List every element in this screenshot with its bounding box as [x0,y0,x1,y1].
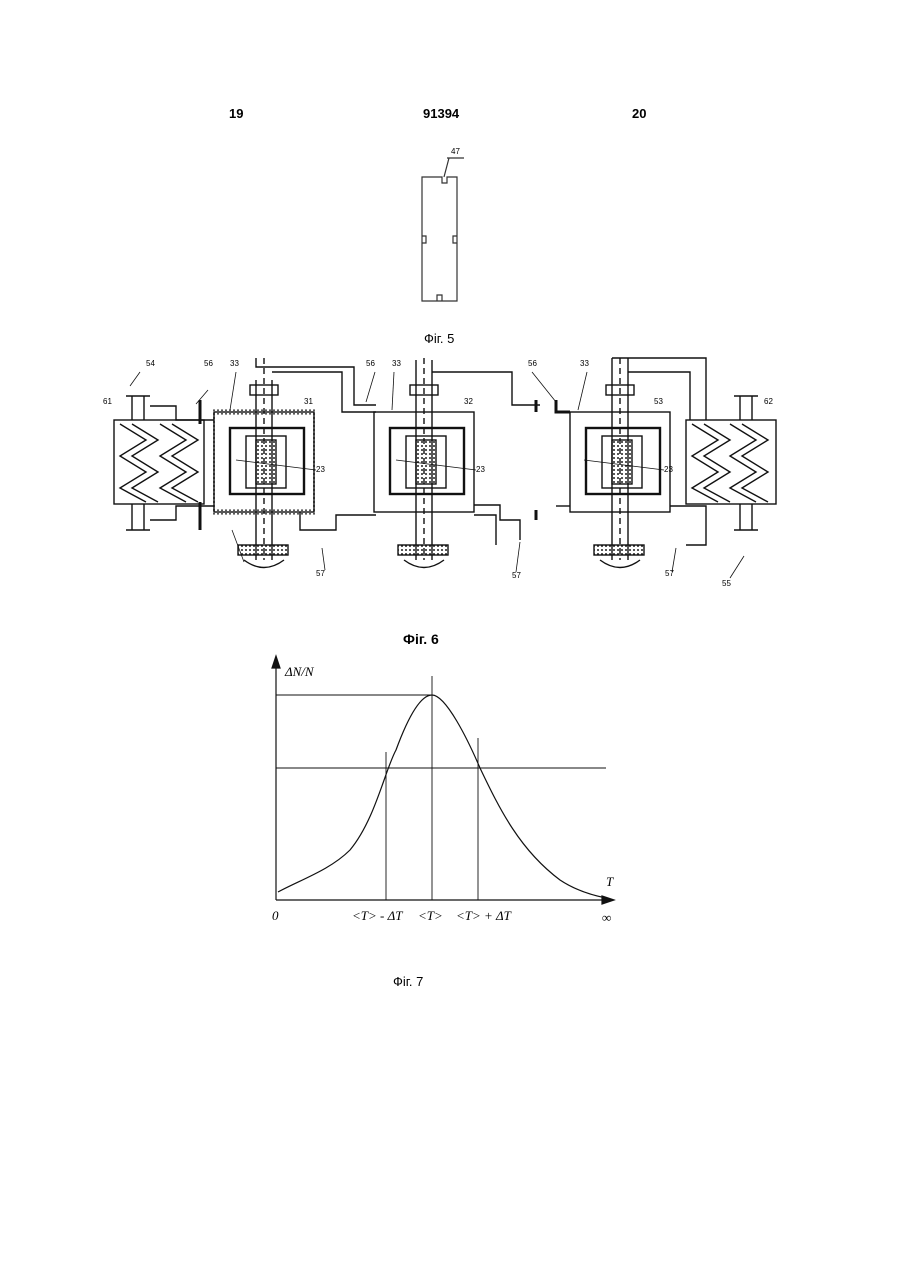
fig7-x-arrow [602,896,614,904]
fig5-caption: Фіг. 5 [424,331,454,346]
reactor-module-53 [556,358,706,568]
page-number-right: 20 [632,106,646,121]
fig7-tick-right: <T> + ΔT [456,908,512,923]
fig7-tick-left: <T> - ΔT [352,908,403,923]
fig6-caption: Фіг. 6 [403,631,439,647]
label-23-right: 23 [664,465,673,474]
label-32: 32 [464,397,473,406]
label-56-right: 56 [528,359,537,368]
fig7-infinity: ∞ [602,910,611,925]
reactor-module-32 [374,358,540,568]
fig7-x-label: T [606,874,614,889]
fig5-drawing [422,158,464,301]
label-61: 61 [103,397,112,406]
fig7-y-label: ΔN/N [284,664,315,679]
fig7-caption: Фіг. 7 [393,974,423,989]
label-33-mid: 33 [392,359,401,368]
label-57-right: 57 [665,569,674,578]
label-53: 53 [654,397,663,406]
page-number-left: 19 [229,106,243,121]
fig7-y-arrow [272,656,280,668]
reactor-module-31 [150,358,376,568]
label-57-left: 57 [316,569,325,578]
label-55: 55 [722,579,731,588]
label-57-mid: 57 [512,571,521,580]
fig6-labels: 54 61 56 33 31 23 56 33 32 23 56 33 53 2… [103,359,773,588]
label-31: 31 [304,397,313,406]
fig6-drawing [114,358,776,578]
fig7-distribution-curve [278,695,606,898]
heat-exchanger-62 [686,396,776,530]
label-54: 54 [146,359,155,368]
patent-number: 91394 [423,106,459,121]
label-62: 62 [764,397,773,406]
fig5-label-47: 47 [451,147,460,156]
heat-exchanger-61 [114,396,204,530]
fig7-origin: 0 [272,908,279,923]
label-33-left: 33 [230,359,239,368]
label-23-left: 23 [316,465,325,474]
label-56-left: 56 [204,359,213,368]
fig7-tick-mid: <T> [418,908,443,923]
label-33-right: 33 [580,359,589,368]
label-56-mid: 56 [366,359,375,368]
label-23-mid: 23 [476,465,485,474]
